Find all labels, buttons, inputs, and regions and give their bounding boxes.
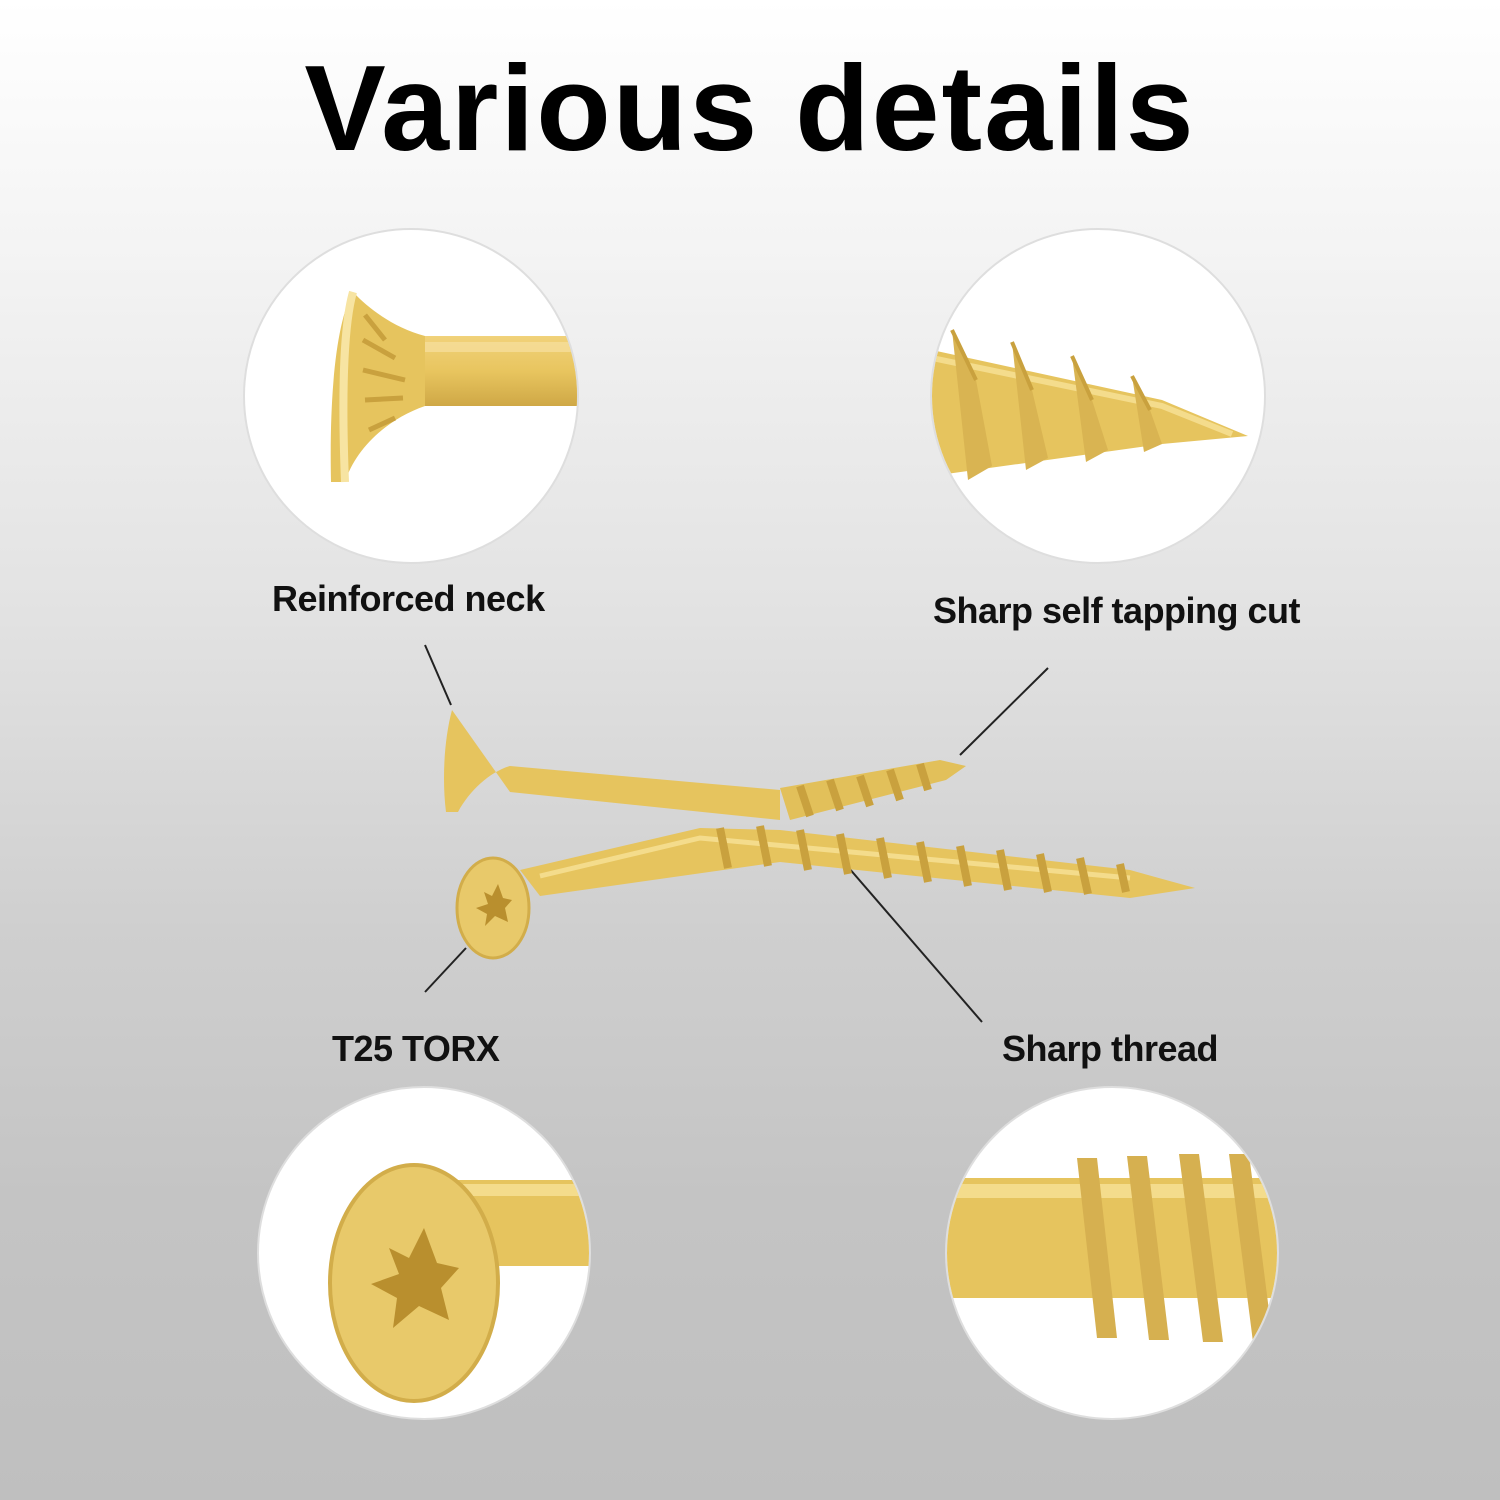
label-t25-torx: T25 TORX <box>332 1028 500 1069</box>
screw-thread-closeup <box>947 1154 1277 1342</box>
detail-circle-thread <box>945 1086 1279 1420</box>
detail-circle-neck <box>243 228 579 564</box>
label-reinforced-neck: Reinforced neck <box>272 578 545 619</box>
label-sharp-thread: Sharp thread <box>1002 1028 1219 1069</box>
detail-circle-tip <box>930 228 1266 564</box>
callout-lines <box>424 644 1049 1023</box>
detail-circle-torx <box>257 1086 591 1420</box>
label-sharp-self-tapping-cut: Sharp self tapping cut <box>933 590 1301 631</box>
screw-tip-closeup <box>932 329 1248 480</box>
torx-head-closeup <box>328 1163 589 1403</box>
screw-neck-closeup <box>330 290 577 483</box>
screw-lower <box>455 825 1195 960</box>
screw-upper <box>444 710 966 820</box>
page-title: Various details <box>304 40 1196 176</box>
